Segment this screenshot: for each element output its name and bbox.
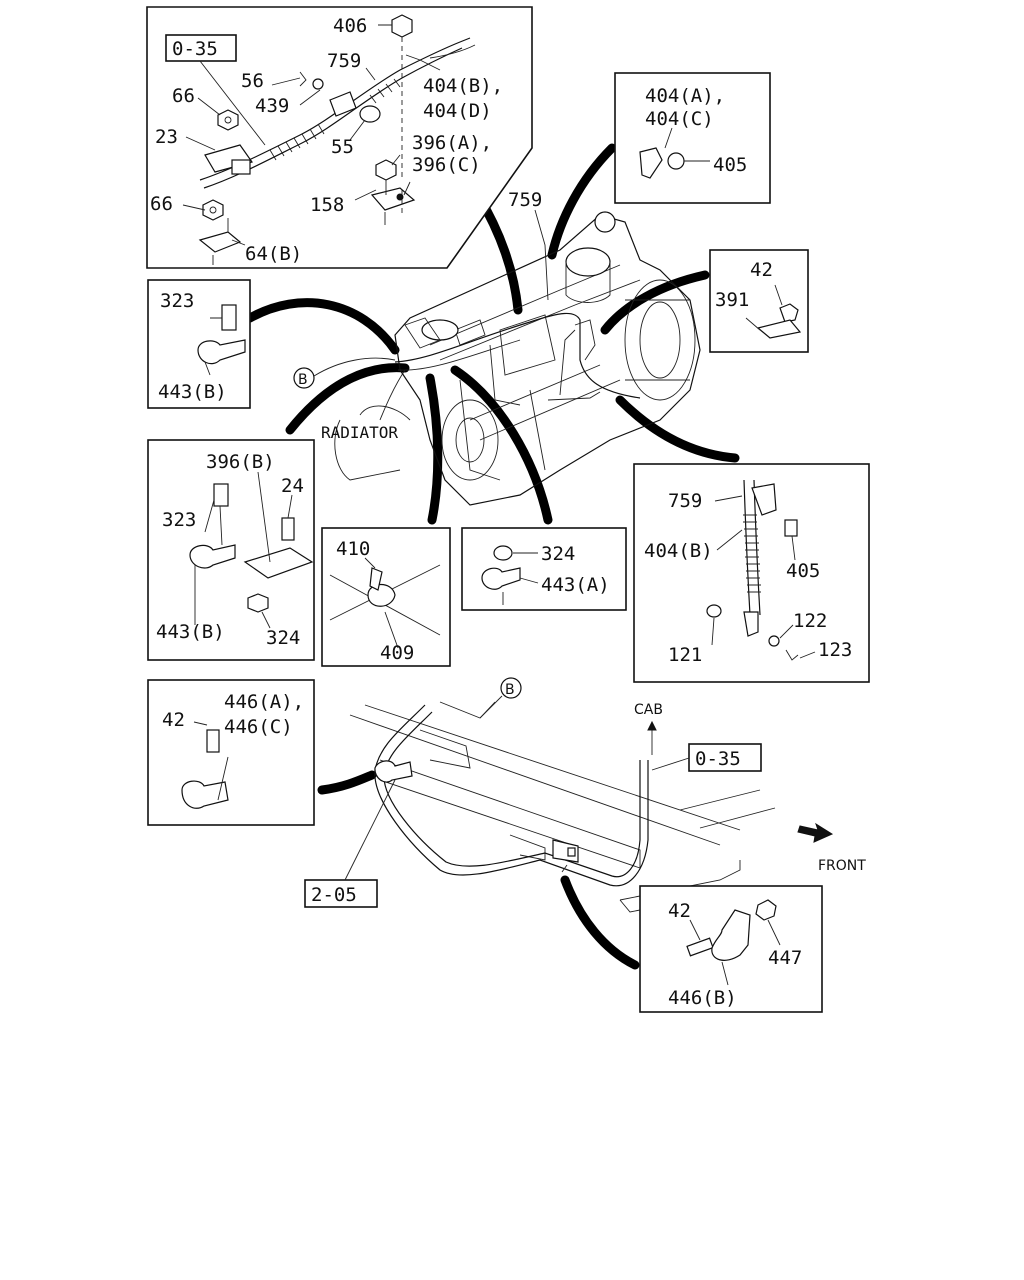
part-label-p404bd1: 404(B),: [423, 75, 503, 97]
marker-b-bottom: [500, 677, 522, 699]
part-label-p391: 391: [715, 289, 749, 311]
front-arrow-icon: [797, 822, 834, 843]
detail-box-446a: [147, 679, 315, 826]
part-label-p323b: 323: [162, 509, 196, 531]
part-label-p443a: 443(A): [541, 574, 610, 596]
part-label-p324b: 324: [541, 543, 575, 565]
part-label-p447: 447: [768, 947, 802, 969]
nut-406: [391, 14, 413, 38]
nut-66-upper: [217, 109, 239, 131]
radiator-label: RADIATOR: [321, 423, 398, 442]
ref-box-2-05: [304, 879, 378, 908]
part-label-p396ac1: 396(A),: [412, 132, 492, 154]
part-label-p56: 56: [241, 70, 264, 92]
detail-box-443b-upper: [147, 279, 251, 409]
nut-66-lower: [202, 199, 224, 221]
detail-box-391: [709, 249, 809, 353]
part-label-p42a: 42: [750, 259, 773, 281]
part-label-p404ac1: 404(A),: [645, 85, 725, 107]
part-label-p122: 122: [793, 610, 827, 632]
part-label-p439: 439: [255, 95, 289, 117]
marker-b-bottom-letter: B: [505, 682, 515, 698]
part-label-p404bd2: 404(D): [423, 100, 492, 122]
part-label-p121: 121: [668, 644, 702, 666]
part-label-p405a: 405: [713, 154, 747, 176]
part-label-p66a: 66: [172, 85, 195, 107]
part-label-p55: 55: [331, 136, 354, 158]
chassis-frame: [349, 701, 776, 913]
detail-box-443a: [461, 527, 627, 611]
detail-box-409: [321, 527, 451, 667]
engine-illustration: [245, 143, 740, 970]
part-label-p759b: 759: [508, 189, 542, 211]
part-label-p446ac1: 446(A),: [224, 691, 304, 713]
part-label-p406: 406: [333, 15, 367, 37]
detail-box-cable-top: 0-35: [146, 6, 533, 269]
part-label-p404ac2: 404(C): [645, 108, 714, 130]
detail-box-396b: [147, 439, 315, 661]
part-label-p42c: 42: [668, 900, 691, 922]
part-label-p323a: 323: [160, 290, 194, 312]
marker-b-left-letter: B: [298, 372, 308, 388]
part-label-p446b: 446(B): [668, 987, 737, 1009]
part-label-p64b: 64(B): [245, 243, 302, 265]
part-label-p396ac2: 396(C): [412, 154, 481, 176]
part-label-p66b: 66: [150, 193, 173, 215]
part-label-p404b: 404(B): [644, 540, 713, 562]
part-label-p42b: 42: [162, 709, 185, 731]
detail-box-404a: [614, 72, 771, 204]
marker-b-left: [293, 367, 315, 389]
part-label-p759c: 759: [668, 490, 702, 512]
part-label-p158: 158: [310, 194, 344, 216]
part-label-p443ba: 443(B): [158, 381, 227, 403]
part-label-p23: 23: [155, 126, 178, 148]
nut-158: [375, 159, 397, 181]
part-label-p443bb: 443(B): [156, 621, 225, 643]
ref-label-ref_035_cab: 0-35: [695, 748, 741, 770]
part-label-p446ac2: 446(C): [224, 716, 293, 738]
part-label-p405b: 405: [786, 560, 820, 582]
part-label-p123: 123: [818, 639, 852, 661]
part-label-p410: 410: [336, 538, 370, 560]
ref-box-0-35-top: [165, 34, 237, 62]
part-label-p24: 24: [281, 475, 304, 497]
part-label-p396b: 396(B): [206, 451, 275, 473]
part-label-p759a: 759: [327, 50, 361, 72]
detail-box-404b: [633, 463, 870, 683]
ref-label-ref_035_top: 0-35: [172, 38, 218, 60]
part-label-p324a: 324: [266, 627, 300, 649]
detail-box-446b: [639, 885, 823, 1013]
ref-label-ref_205: 2-05: [311, 884, 357, 906]
front-label: FRONT: [818, 858, 866, 874]
ref-box-0-35-cab: [688, 743, 762, 772]
cab-label: CAB: [634, 702, 663, 718]
part-label-p409: 409: [380, 642, 414, 664]
